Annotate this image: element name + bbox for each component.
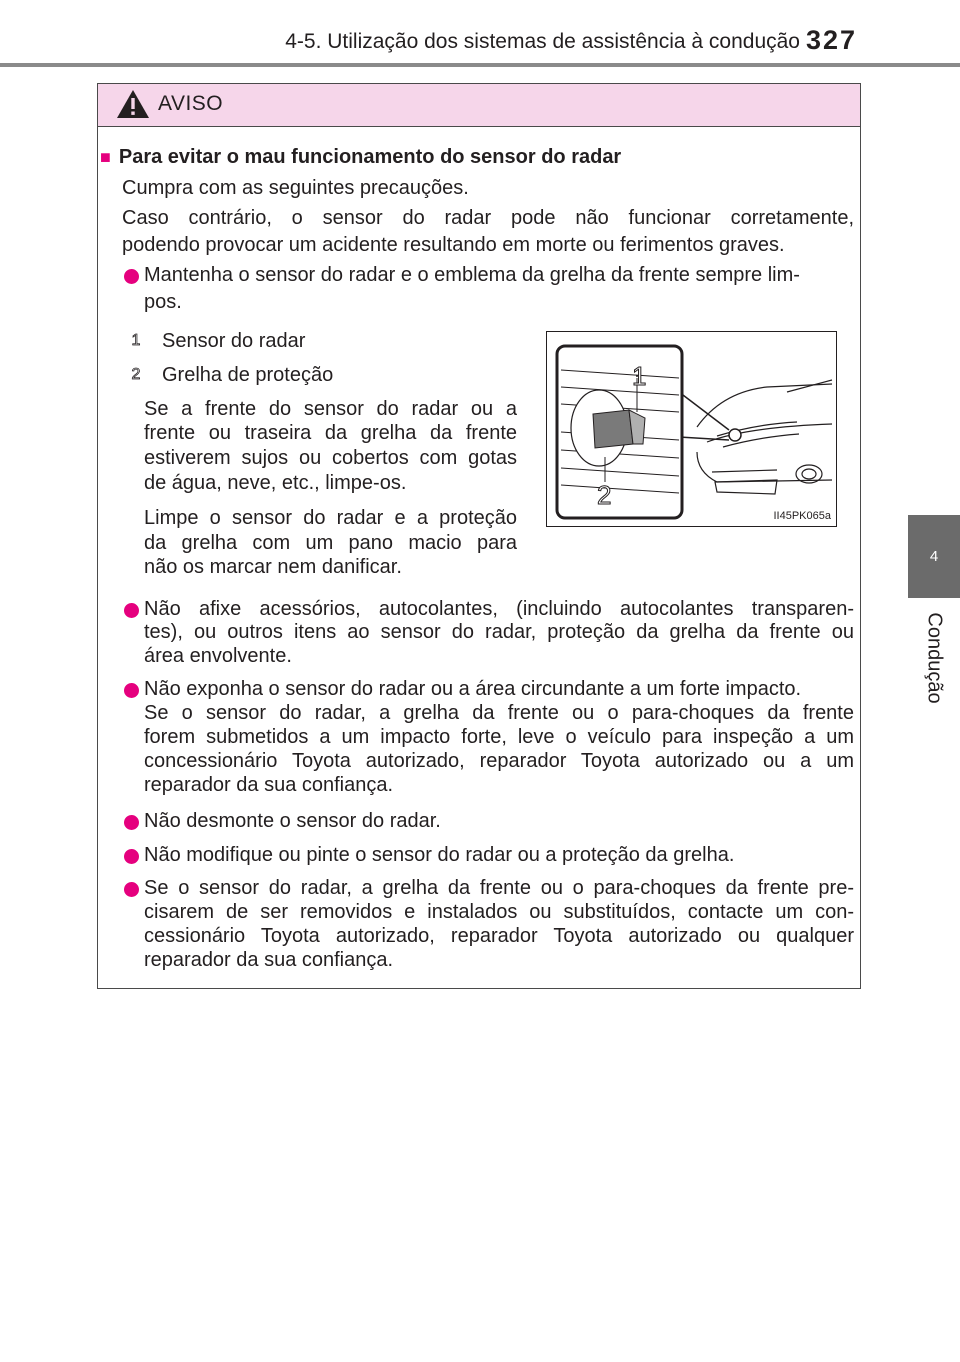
paragraph-line: estiverem sujos ou cobertos com gotas [144,447,517,469]
section-title: 4-5. Utilização dos sistemas de assistên… [285,30,800,53]
warning-box: AVISO [97,83,861,989]
callout-number-text: 1 [132,332,141,348]
figure-callout-2: 2 [597,480,611,510]
paragraph-line: Se a frente do sensor do radar ou a [144,398,517,420]
bullet-text: cessionário Toyota autorizado, reparador… [144,925,854,947]
warning-title: AVISO [158,92,224,115]
bullet-text: Não exponha o sensor do radar ou a área … [144,678,802,700]
header-divider [0,63,960,67]
bullet-text: Não modifique ou pinte o sensor do radar… [144,844,735,866]
bullet-dot-icon [124,815,139,830]
bullet-text: concessionário Toyota autorizado, repara… [144,750,854,772]
bullet-text: reparador da sua confiança. [144,949,394,971]
callout-label: Sensor do radar [162,330,306,352]
bullet-text: Se o sensor do radar, a grelha da frente… [144,702,854,724]
bullet-text: Não afixe acessórios, autocolantes, (inc… [144,598,854,620]
chapter-label-wrap: Condução [908,603,960,713]
bullet-dot-icon [124,882,139,897]
warning-triangle-icon [117,90,149,118]
bullet-text: forem submetidos a um impacto forte, lev… [144,726,854,748]
intro-line: podendo provocar um acidente resultando … [122,234,785,256]
chapter-number: 4 [929,548,939,565]
bullet-text: Não desmonte o sensor do radar. [144,810,441,832]
radar-sensor-figure: 1 2 II45PK065a [546,331,837,527]
paragraph-line: de água, neve, etc., limpe-os. [144,472,407,494]
square-bullet-icon: ■ [100,147,111,167]
bullet-text: cisarem de ser removidos e instalados ou… [144,901,854,923]
chapter-label: Condução [923,612,946,704]
bullet-text: pos. [144,291,182,313]
bullet-text: Mantenha o sensor do radar e o emblema d… [144,264,800,286]
figure-code: II45PK065a [773,510,832,522]
bullet-text: área envolvente. [144,645,292,667]
section-heading: ■ Para evitar o mau funcionamento do sens… [100,144,621,171]
warning-header: AVISO [98,84,860,127]
section-heading-text: Para evitar o mau funcionamento do senso… [118,146,622,168]
bullet-text: Se o sensor do radar, a grelha da frente… [144,877,854,899]
chapter-tab[interactable]: 4 [908,515,960,598]
paragraph-line: Limpe o sensor do radar e a proteção [144,507,517,529]
paragraph-line: da grelha com um pano macio para [144,532,517,554]
figure-callout-1: 1 [632,361,646,391]
page-number: 327 [806,25,858,55]
intro-line: Cumpra com as seguintes precauções. [122,177,469,199]
bullet-dot-icon [124,269,139,284]
callout-number-icon: 2 [131,366,141,382]
callout-number-icon: 1 [131,332,141,348]
bullet-text: tes), ou outros itens ao sensor do radar… [144,621,854,643]
intro-line: Caso contrário, o sensor do radar pode n… [122,207,854,229]
paragraph-line: não os marcar nem danificar. [144,556,402,578]
bullet-dot-icon [124,683,139,698]
bullet-dot-icon [124,603,139,618]
bullet-text: reparador da sua confiança. [144,774,394,796]
callout-number-text: 2 [132,366,141,382]
figure-illustration: 1 2 [555,344,833,520]
callout-label: Grelha de proteção [162,364,334,386]
paragraph-line: frente ou traseira da grelha da frente [144,422,517,444]
bullet-dot-icon [124,849,139,864]
